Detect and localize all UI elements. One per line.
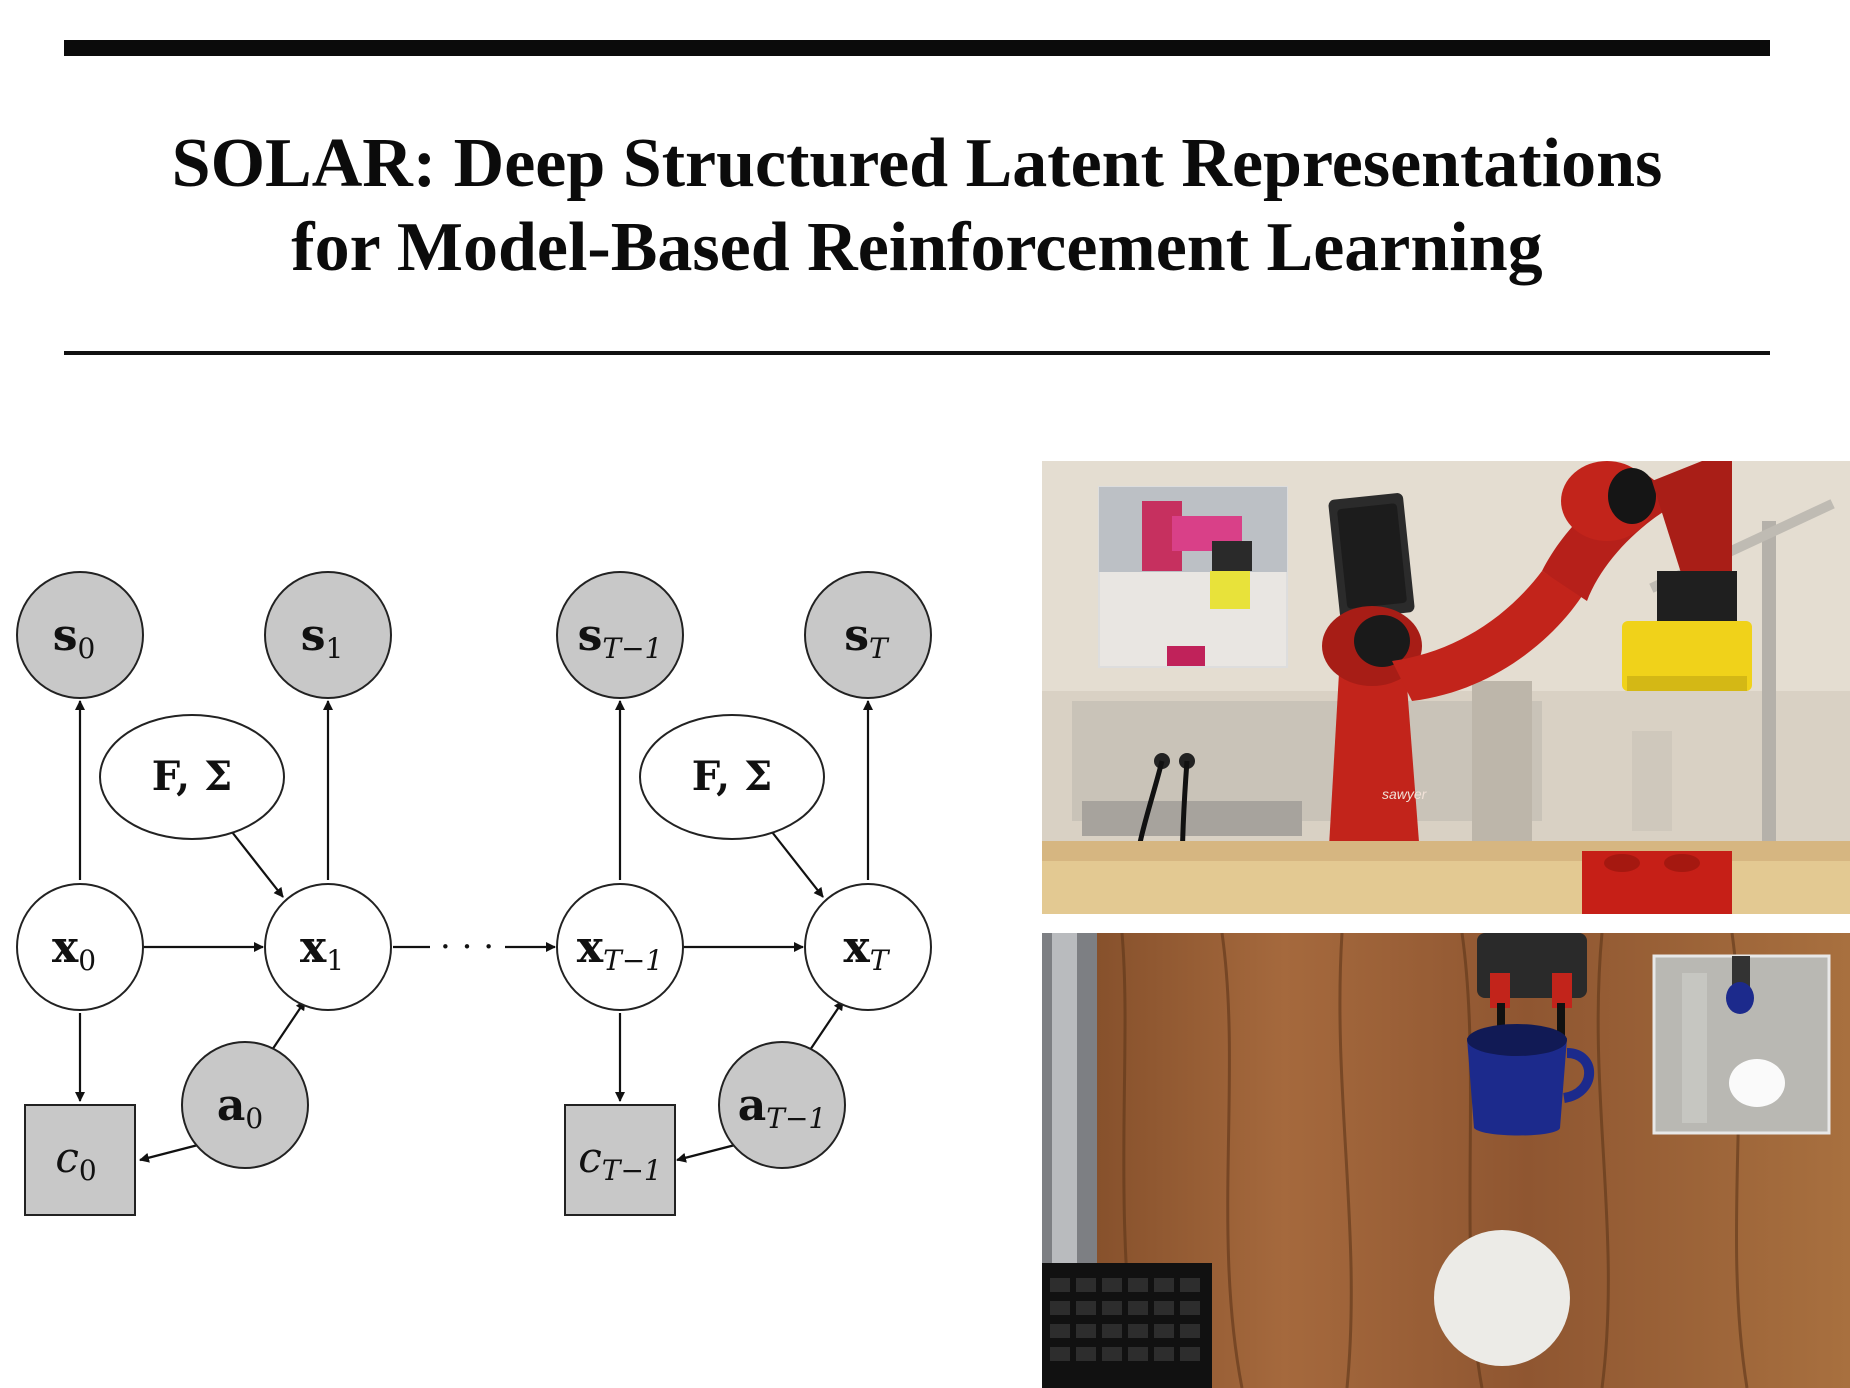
top-rule [64,40,1770,56]
edge-a0-c0 [139,1143,199,1163]
title-line-1: SOLAR: Deep Structured Latent Representa… [171,125,1663,202]
label-ellipsis: · · · [440,927,494,967]
node-sT-1 [556,571,684,699]
node-x1 [264,883,392,1011]
graphical-model-diagram: s0 s1 sT−1 sT F, Σ F, Σ x0 x1 xT−1 xT · … [0,560,940,1240]
edge-aT1-xT [807,1000,844,1054]
blue-mug [1467,1038,1567,1136]
node-x0 [16,883,144,1011]
label-x0: x0 [52,922,96,977]
label-c0: c0 [55,1133,96,1187]
label-a0: a0 [217,1080,263,1135]
node-s1 [264,571,392,699]
target-circle [1434,1230,1570,1366]
node-xT [804,883,932,1011]
node-c0 [24,1104,136,1216]
label-params-1: F, Σ [152,753,233,800]
label-s1: s1 [301,610,344,665]
robot-mug-pushing-photo [1042,933,1850,1388]
node-a0 [181,1041,309,1169]
robot-brand-label: sawyer [1382,786,1428,802]
title-bottom-rule [64,351,1770,355]
edge-params-x1 [231,831,284,898]
red-target-block [1582,851,1732,914]
node-aT-1 [718,1041,846,1169]
edge-params-xT [771,831,824,898]
label-xT-1: xT−1 [577,922,663,977]
node-params-1 [99,714,285,840]
node-params-2 [639,714,825,840]
label-x1: x1 [300,922,344,977]
label-aT-1: aT−1 [738,1080,826,1135]
yellow-gripper-block [1622,621,1752,691]
node-cT-1 [564,1104,676,1216]
label-xT: xT [844,922,891,977]
node-sT [804,571,932,699]
edge-aT1-cT1 [676,1143,736,1163]
node-s0 [16,571,144,699]
robot-block-stacking-photo: sawyer [1042,461,1850,914]
label-s0: s0 [53,610,96,665]
title-line-2: for Model-Based Reinforcement Learning [291,209,1543,286]
label-sT: sT [844,610,890,665]
label-cT-1: cT−1 [578,1133,661,1187]
node-xT-1 [556,883,684,1011]
label-sT-1: sT−1 [578,610,663,665]
edge-a0-x1 [269,1000,306,1054]
label-params-2: F, Σ [692,753,773,800]
paper-title: SOLAR: Deep Structured Latent Representa… [64,122,1770,290]
